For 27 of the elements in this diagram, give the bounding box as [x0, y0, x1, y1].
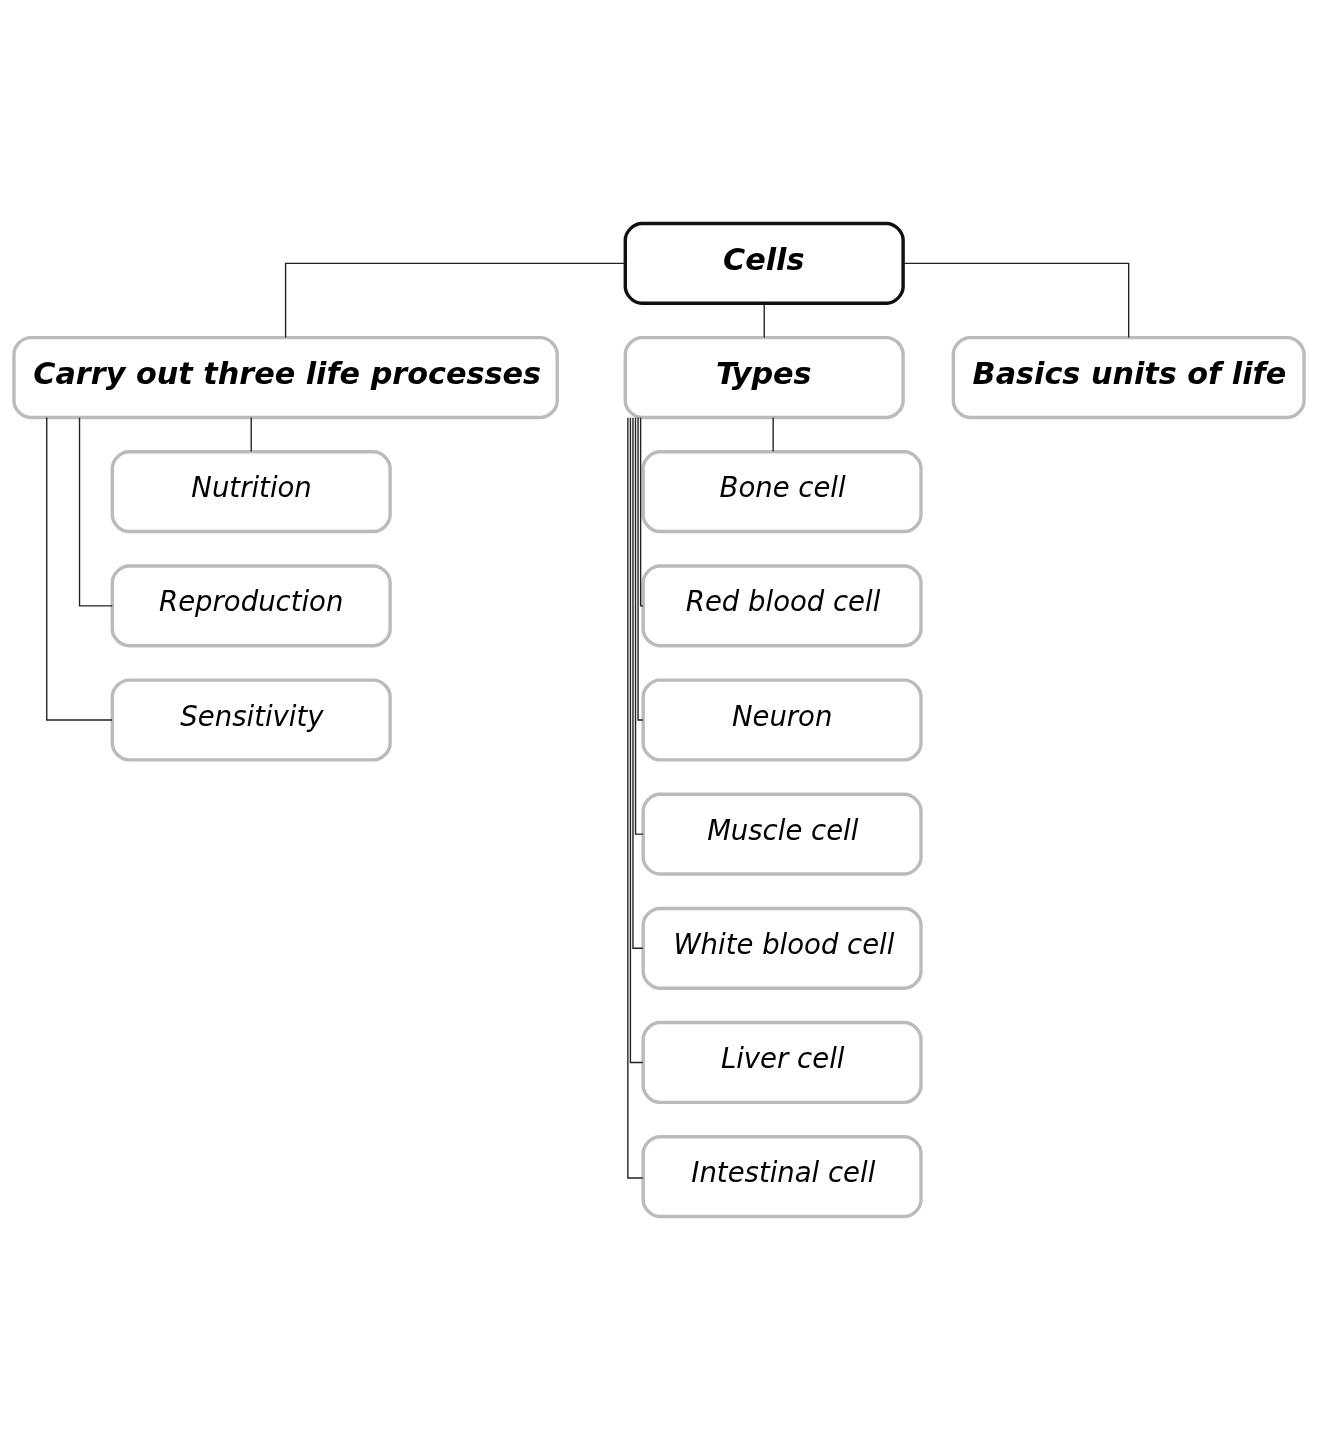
connector [902, 262, 1130, 339]
connector [284, 262, 626, 339]
connector [632, 417, 644, 949]
node-box: Basics units of life [951, 335, 1306, 420]
node-box: Cells [623, 221, 905, 305]
connector [772, 416, 774, 453]
connector [763, 302, 765, 339]
connector [639, 417, 644, 607]
node-box: White blood cell [641, 906, 923, 990]
node-box: Neuron [641, 678, 923, 762]
node-box: Reproduction [110, 564, 392, 648]
node-box: Types [623, 335, 905, 420]
connector [46, 416, 113, 721]
node-box: Muscle cell [641, 792, 923, 876]
node-box: Red blood cell [641, 564, 923, 648]
node-box: Carry out three life processes [12, 335, 559, 420]
connector [629, 417, 644, 1064]
node-box: Nutrition [110, 450, 392, 534]
connector [634, 416, 644, 835]
connector [250, 416, 252, 453]
connector [627, 417, 644, 1179]
node-box: Sensitivity [110, 678, 392, 762]
node-box: Bone cell [641, 450, 923, 534]
connector [637, 416, 644, 721]
node-box: Intestinal cell [641, 1135, 923, 1219]
connector [78, 417, 113, 607]
node-box: Liver cell [641, 1020, 923, 1105]
